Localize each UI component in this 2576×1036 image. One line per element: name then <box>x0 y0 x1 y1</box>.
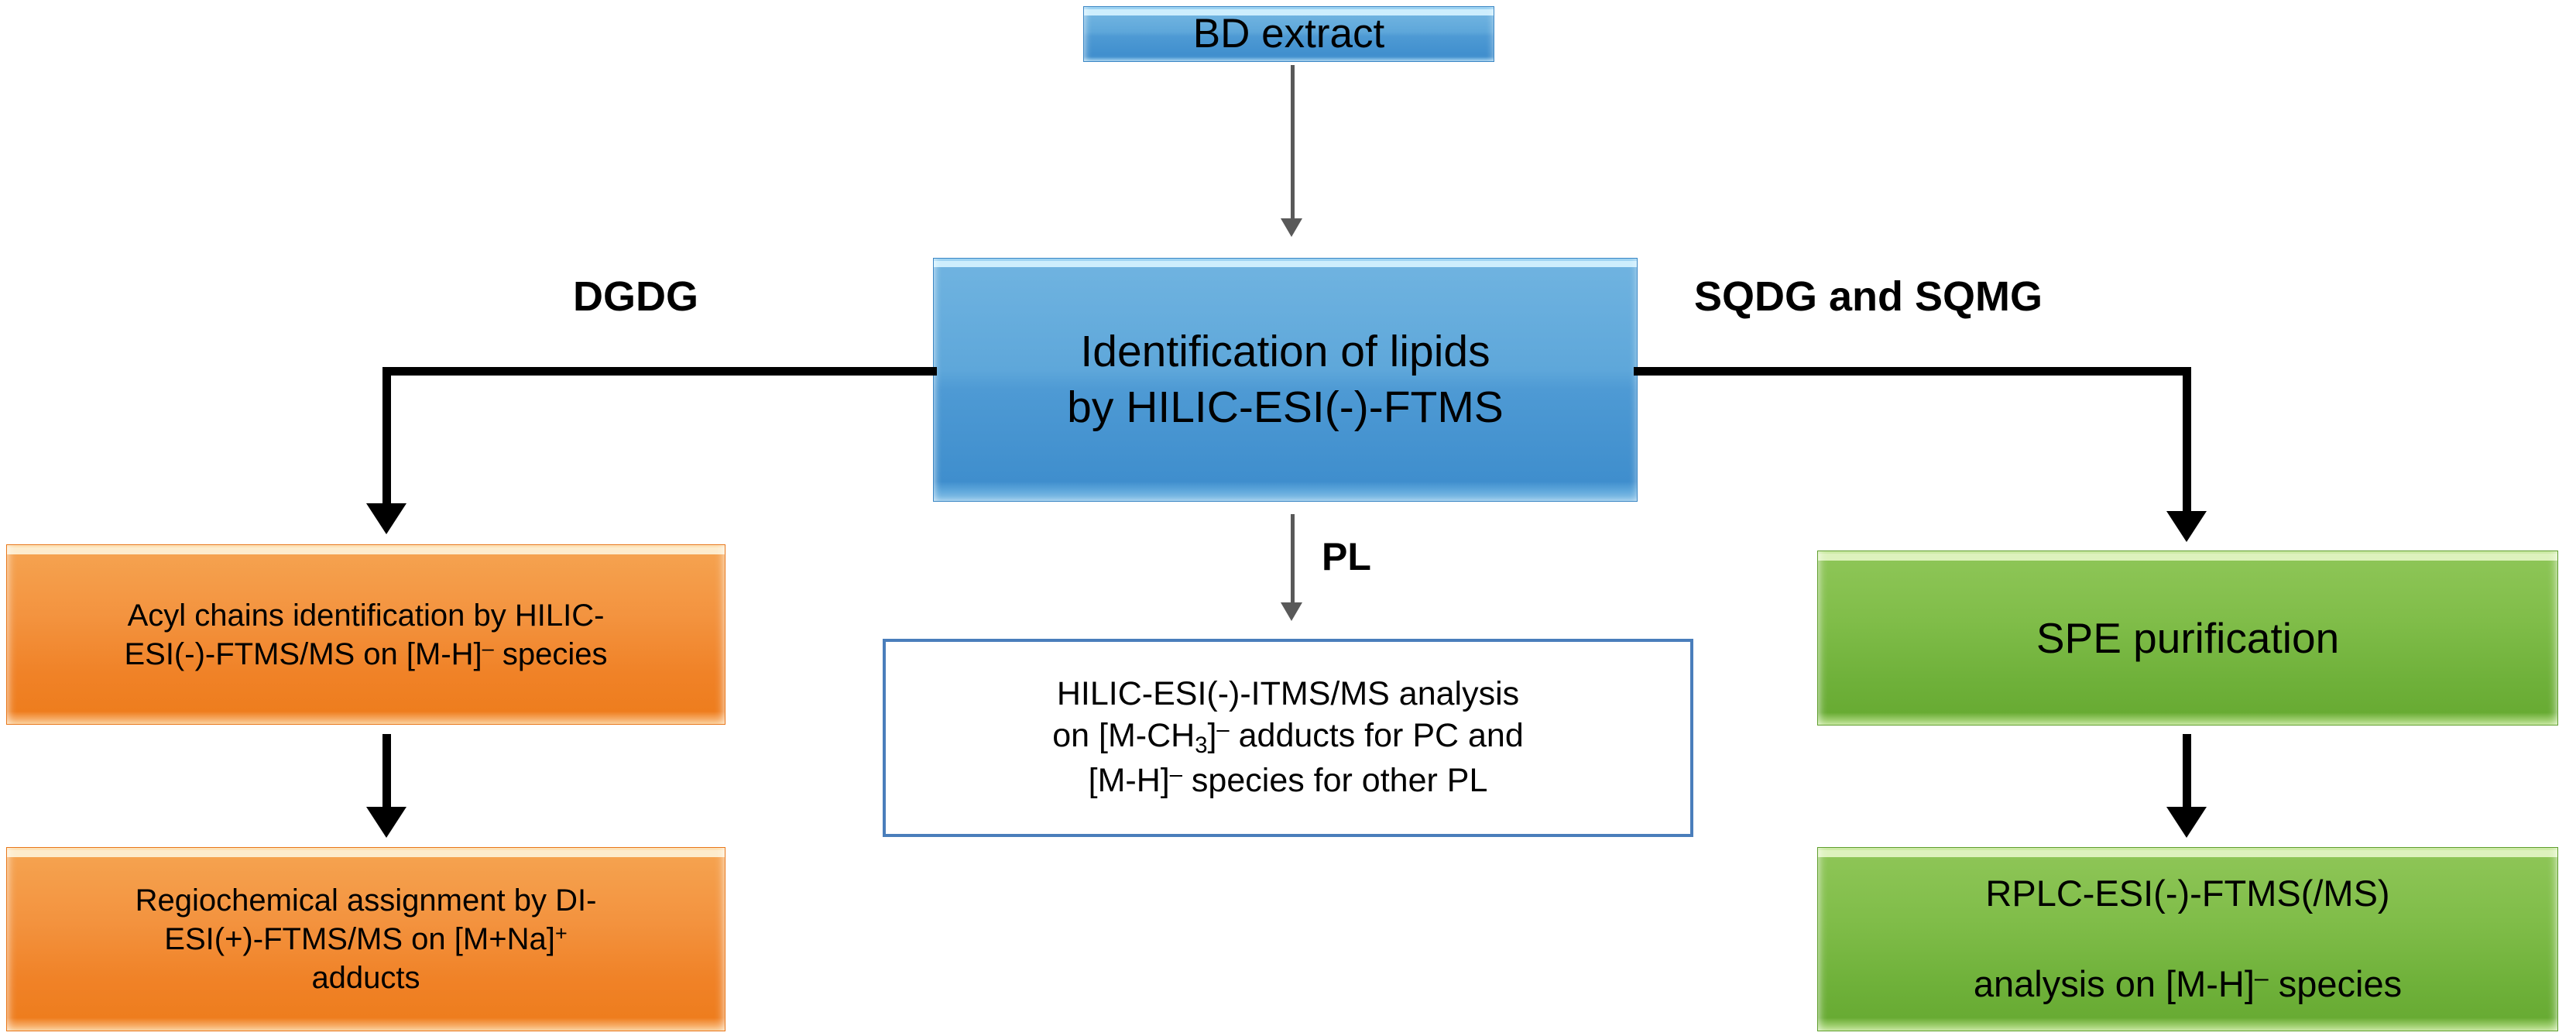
pl-analysis-line-3-a: [M-H] <box>1088 761 1170 799</box>
connector-sqdg-horizontal <box>1634 367 2187 376</box>
rplc-line-2-b: species <box>2268 963 2403 1005</box>
pl-analysis-line-2-c: adducts for PC and <box>1229 717 1524 755</box>
node-bd-extract[interactable]: BD extract <box>1083 6 1494 62</box>
node-identification-of-lipids-label: Identification of lipids by HILIC-ESI(-)… <box>948 324 1623 435</box>
pl-analysis-methyl-subscript: 3 <box>1195 733 1208 759</box>
node-acyl-chains-identification-label: Acyl chains identification by HILIC- ESI… <box>21 596 711 674</box>
acyl-chains-charge: – <box>482 636 494 660</box>
regiochemical-line-3: adducts <box>311 961 420 995</box>
connector-spe-to-rplc-line <box>2183 734 2191 810</box>
connector-pl-arrowhead <box>1281 602 1302 621</box>
node-pl-analysis[interactable]: HILIC-ESI(-)-ITMS/MS analysis on [M-CH3]… <box>883 639 1693 837</box>
regiochemical-line-2-pre: ESI(+)-FTMS/MS on [M+Na] <box>164 922 555 956</box>
edge-label-sqdg-sqmg: SQDG and SQMG <box>1694 273 2043 320</box>
identification-line-1: Identification of lipids <box>1080 327 1490 377</box>
connector-dgdg-arrowhead <box>366 503 406 534</box>
node-acyl-chains-identification[interactable]: Acyl chains identification by HILIC- ESI… <box>6 544 725 725</box>
pl-analysis-line-2-a: on [M-CH <box>1052 717 1195 755</box>
rplc-line-2-a: analysis on [M-H] <box>1973 963 2255 1005</box>
acyl-chains-line-2-pre: ESI(-)-FTMS/MS on [M-H] <box>124 636 482 671</box>
connector-spe-to-rplc-arrowhead <box>2166 807 2207 838</box>
connector-dgdg-vertical <box>382 367 391 506</box>
regiochemical-line-1: Regiochemical assignment by DI- <box>135 883 597 918</box>
acyl-chains-line-2-post: species <box>493 636 608 671</box>
node-regiochemical-assignment-label: Regiochemical assignment by DI- ESI(+)-F… <box>21 881 711 997</box>
connector-sqdg-arrowhead <box>2166 511 2207 542</box>
connector-bd-to-identification-line <box>1291 65 1295 221</box>
connector-acyl-to-regiochemical-line <box>382 734 391 810</box>
pl-analysis-charge-3: – <box>1169 762 1182 787</box>
edge-label-pl: PL <box>1322 535 1371 578</box>
connector-dgdg-horizontal <box>387 367 937 376</box>
rplc-charge: – <box>2254 963 2269 992</box>
node-regiochemical-assignment[interactable]: Regiochemical assignment by DI- ESI(+)-F… <box>6 847 725 1031</box>
edge-label-dgdg: DGDG <box>573 273 698 320</box>
pl-analysis-charge-2: – <box>1216 717 1230 743</box>
pl-analysis-line-2-b: ] <box>1207 717 1217 755</box>
node-rplc-analysis[interactable]: RPLC-ESI(-)-FTMS(/MS) analysis on [M-H]–… <box>1817 847 2558 1031</box>
node-spe-purification[interactable]: SPE purification <box>1817 551 2558 726</box>
regiochemical-charge: + <box>554 921 568 945</box>
rplc-line-1: RPLC-ESI(-)-FTMS(/MS) <box>1985 872 2390 914</box>
connector-acyl-to-regiochemical-arrowhead <box>366 807 406 838</box>
pl-analysis-line-1: HILIC-ESI(-)-ITMS/MS analysis <box>1056 675 1520 713</box>
acyl-chains-line-1: Acyl chains identification by HILIC- <box>127 598 605 633</box>
connector-pl-line <box>1291 514 1295 605</box>
node-pl-analysis-label: HILIC-ESI(-)-ITMS/MS analysis on [M-CH3]… <box>900 674 1676 801</box>
node-rplc-analysis-label: RPLC-ESI(-)-FTMS(/MS) analysis on [M-H]–… <box>1832 871 2543 1007</box>
connector-bd-to-identification-arrowhead <box>1281 218 1302 237</box>
pl-analysis-line-3-b: species for other PL <box>1182 761 1488 799</box>
connector-sqdg-vertical <box>2183 367 2191 514</box>
node-identification-of-lipids[interactable]: Identification of lipids by HILIC-ESI(-)… <box>933 258 1638 502</box>
node-bd-extract-label: BD extract <box>1192 10 1385 57</box>
identification-line-2: by HILIC-ESI(-)-FTMS <box>1067 382 1504 432</box>
node-spe-purification-label: SPE purification <box>2036 613 2340 662</box>
